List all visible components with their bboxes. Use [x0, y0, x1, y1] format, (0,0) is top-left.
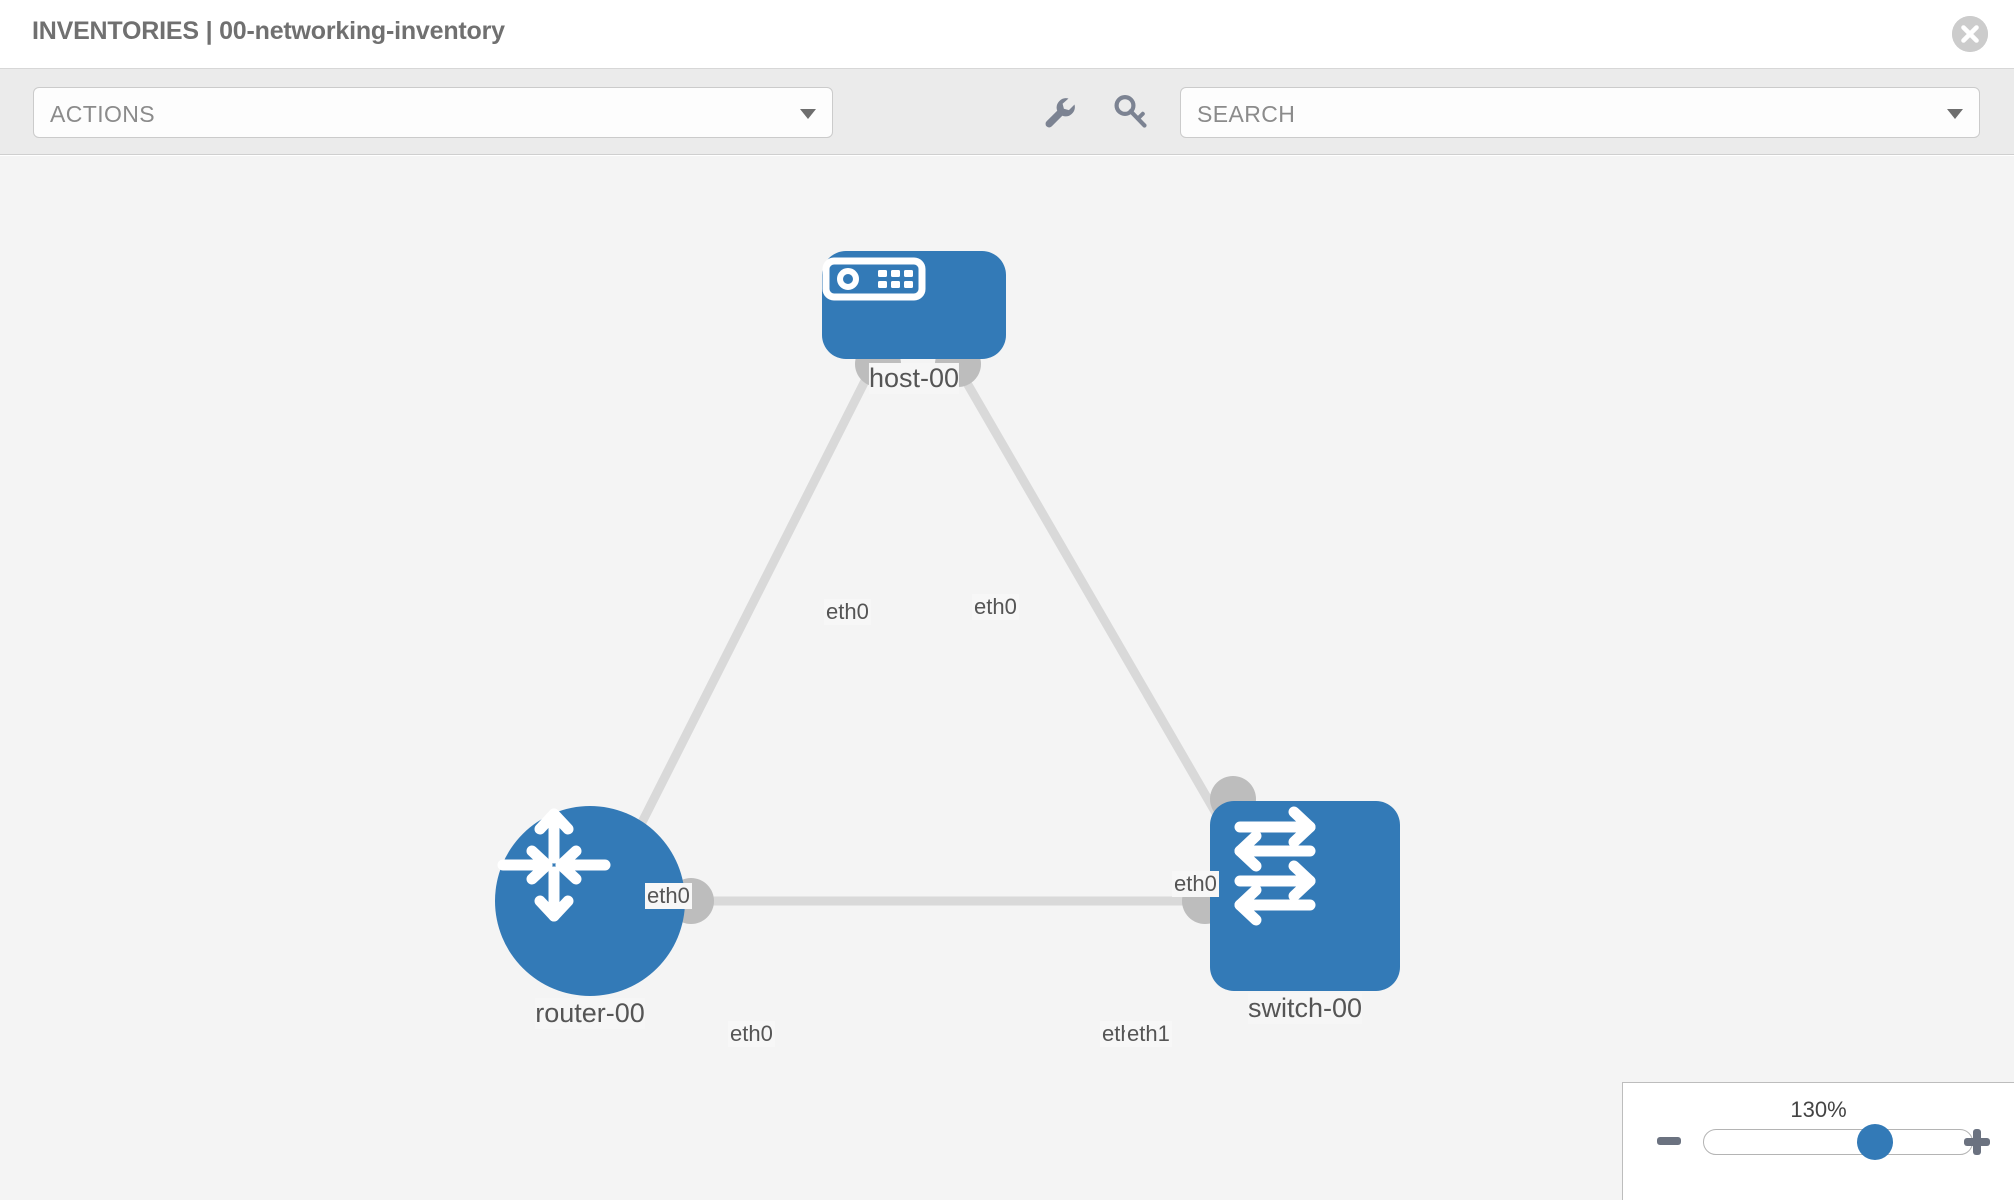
chevron-down-icon: [800, 109, 816, 119]
page-header: INVENTORIES | 00-networking-inventory: [0, 0, 2014, 69]
topology-canvas[interactable]: host-00 router-00: [0, 156, 2014, 1200]
plus-icon[interactable]: [1962, 1127, 1992, 1157]
actions-dropdown-label: ACTIONS: [50, 101, 156, 127]
node-router-00-label: router-00: [535, 998, 645, 1029]
interface-label: eth0: [645, 883, 692, 909]
actions-dropdown[interactable]: ACTIONS: [33, 87, 833, 138]
node-host-00-shape[interactable]: [822, 251, 1006, 359]
key-icon[interactable]: [1110, 91, 1152, 133]
interface-label: eth0: [728, 1021, 775, 1047]
link-host-switch: [955, 366, 1240, 851]
interface-label: eth1: [1125, 1021, 1172, 1047]
node-switch-00[interactable]: switch-00: [1210, 801, 1400, 1024]
interface-label: eth0: [824, 599, 871, 625]
interface-label: eth0: [972, 594, 1019, 620]
interface-label: eth0: [1172, 871, 1219, 897]
wrench-icon[interactable]: [1038, 91, 1080, 133]
zoom-control-panel: 130%: [1622, 1082, 2014, 1200]
node-switch-00-label: switch-00: [1247, 993, 1363, 1024]
page-title: INVENTORIES | 00-networking-inventory: [32, 17, 505, 45]
router-arrows-icon: [497, 808, 611, 922]
switch-arrows-icon: [1234, 806, 1316, 926]
zoom-percent-label: 130%: [1790, 1097, 1847, 1122]
server-icon: [822, 257, 926, 301]
zoom-slider-thumb[interactable]: [1857, 1124, 1893, 1160]
chevron-down-icon[interactable]: [1947, 109, 1963, 119]
minus-icon[interactable]: [1655, 1127, 1683, 1155]
node-host-00-label: host-00: [868, 363, 960, 394]
toolbar: ACTIONS SEARCH: [0, 69, 2014, 155]
link-router-host: [620, 366, 875, 861]
node-host-00[interactable]: host-00: [822, 251, 1006, 394]
search-placeholder: SEARCH: [1197, 101, 1296, 127]
node-switch-00-shape[interactable]: [1210, 801, 1400, 991]
zoom-slider[interactable]: [1703, 1124, 1973, 1160]
close-icon[interactable]: [1952, 16, 1988, 52]
search-input[interactable]: SEARCH: [1180, 87, 1980, 138]
topology-links: [620, 366, 1240, 906]
